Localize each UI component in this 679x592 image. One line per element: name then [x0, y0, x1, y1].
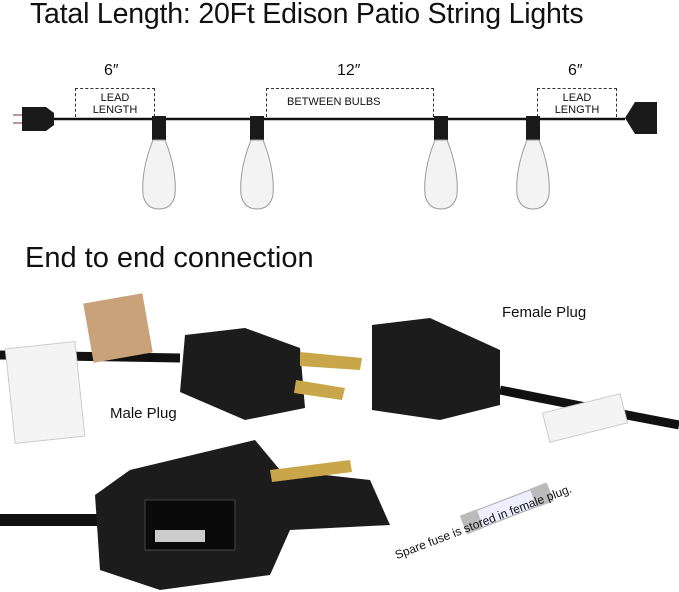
- bulb-icons: [142, 116, 550, 210]
- female-plug-icon: [625, 102, 657, 134]
- female-plug-label: Female Plug: [502, 304, 587, 321]
- female-plug-photo: [372, 318, 500, 420]
- between-bulbs-label: BETWEEN BULBS: [287, 96, 381, 108]
- ul-tag: [4, 293, 153, 444]
- fuse-icon: [459, 482, 554, 535]
- lead-label: LEAD: [100, 92, 130, 104]
- male-plug-icon: [13, 107, 54, 131]
- lead-label: LEAD: [562, 92, 592, 104]
- lead-length-right-value: 6″: [568, 62, 583, 79]
- male-plug-label: Male Plug: [110, 405, 177, 422]
- between-bulbs-value: 12″: [337, 62, 361, 79]
- page-title: Tatal Length: 20Ft Edison Patio String L…: [30, 0, 584, 30]
- between-bulbs-box: BETWEEN BULBS: [266, 88, 434, 117]
- lead-length-left-value: 6″: [104, 62, 119, 79]
- caution-tag: [541, 393, 629, 443]
- large-plug-photo: [95, 440, 390, 590]
- section-heading: End to end connection: [25, 242, 314, 274]
- length-label: LENGTH: [92, 104, 138, 116]
- length-label: LENGTH: [554, 104, 600, 116]
- male-plug-photo: [180, 328, 362, 420]
